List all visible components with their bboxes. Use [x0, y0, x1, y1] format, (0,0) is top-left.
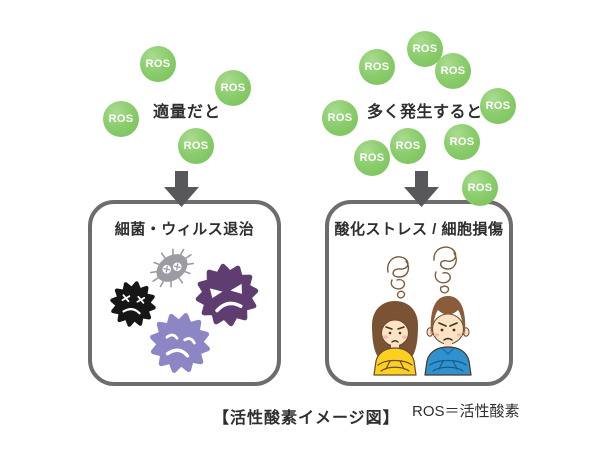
ros-molecule: ROS [322, 100, 358, 136]
ros-molecule-label: ROS [145, 58, 171, 70]
ros-molecule-label: ROS [220, 82, 246, 94]
left-caption: 適量だと [153, 104, 222, 121]
down-arrow-icon [404, 171, 439, 207]
ros-molecule-label: ROS [412, 43, 438, 55]
ros-molecule-label: ROS [183, 140, 209, 152]
virus-icon-black [110, 281, 156, 327]
ros-molecule: ROS [435, 53, 471, 89]
ros-molecule-label: ROS [395, 140, 421, 152]
ros-molecule: ROS [178, 128, 214, 164]
ros-molecule: ROS [103, 101, 139, 137]
panel-oxidative-stress: 酸化ストレス / 細胞損傷 [325, 200, 513, 386]
ros-molecule-label: ROS [364, 61, 390, 73]
ros-molecule: ROS [215, 70, 251, 106]
ros-molecule: ROS [444, 124, 480, 160]
virus-illustration-group [110, 248, 259, 373]
ros-molecule-label: ROS [440, 65, 466, 77]
stressed-woman-illustration [372, 301, 418, 376]
ros-molecule-label: ROS [327, 112, 353, 124]
stressed-man-illustration [424, 296, 472, 376]
ros-molecule: ROS [354, 140, 390, 176]
diagram-caption: 【活性酸素イメージ図】 [213, 410, 400, 427]
ros-molecule-label: ROS [359, 152, 385, 164]
ros-molecule: ROS [359, 49, 395, 85]
virus-icon-light-purple [150, 313, 210, 373]
ros-molecule-label: ROS [449, 136, 475, 148]
stressed-people-illustration-group [372, 246, 472, 376]
ros-molecule: ROS [480, 88, 516, 124]
ros-molecule: ROS [140, 46, 176, 82]
down-arrow-icon [164, 171, 199, 207]
ros-molecule-label: ROS [108, 113, 134, 125]
bacterium-icon [149, 248, 195, 288]
right-panel-title: 酸化ストレス / 細胞損傷 [334, 221, 504, 238]
ros-molecule: ROS [407, 31, 443, 67]
ros-molecule: ROS [390, 128, 426, 164]
virus-icon-dark-purple [195, 263, 259, 327]
ros-molecule-label: ROS [485, 100, 511, 112]
left-panel-title: 細菌・ウィルス退治 [114, 221, 255, 238]
ros-definition-label: ROS＝活性酸素 [412, 403, 520, 420]
ros-molecule: ROS [462, 170, 498, 206]
stress-scribble-icon [387, 246, 457, 299]
ros-molecule-label: ROS [467, 182, 493, 194]
right-caption: 多く発生すると [367, 104, 483, 121]
